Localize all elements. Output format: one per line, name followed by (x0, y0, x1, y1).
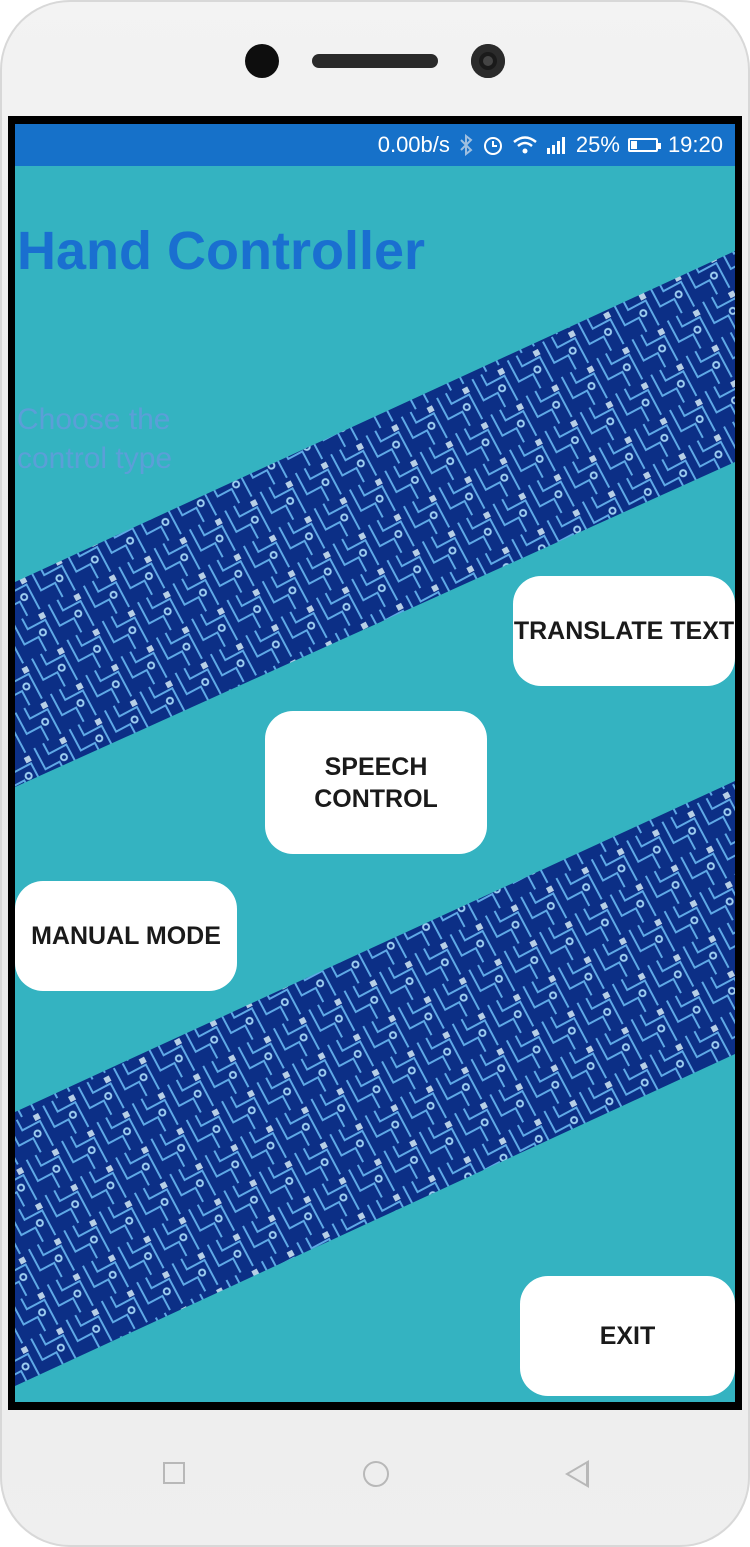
signal-icon (546, 136, 568, 154)
alarm-icon (482, 134, 504, 156)
speech-control-button[interactable]: SPEECH CONTROL (265, 711, 487, 854)
earpiece-speaker (312, 54, 438, 68)
network-speed: 0.00b/s (377, 132, 450, 157)
circuit-background (15, 251, 735, 1386)
manual-mode-button[interactable]: MANUAL MODE (15, 881, 237, 991)
front-camera (471, 44, 505, 78)
proximity-sensor (245, 44, 279, 78)
circuit-band-lower (15, 781, 735, 1386)
circuit-band-upper (15, 251, 735, 787)
exit-button[interactable]: EXIT (520, 1276, 735, 1396)
translate-text-button[interactable]: TRANSLATE TEXT (513, 576, 735, 686)
app-screen: 0.00b/s 25% 19:20 Hand Controller Choose… (15, 124, 735, 1402)
battery-icon (627, 138, 661, 152)
recent-apps-icon[interactable] (163, 1462, 185, 1484)
status-bar: 0.00b/s 25% 19:20 (15, 124, 735, 166)
clock: 19:20 (667, 132, 723, 157)
bluetooth-icon (458, 134, 474, 156)
app-title: Hand Controller (17, 221, 426, 281)
battery-percent: 25% (575, 132, 620, 157)
wifi-icon (512, 135, 538, 155)
back-icon[interactable] (565, 1460, 589, 1488)
app-subtitle: Choose the control type (17, 403, 173, 475)
home-icon[interactable] (363, 1461, 389, 1487)
